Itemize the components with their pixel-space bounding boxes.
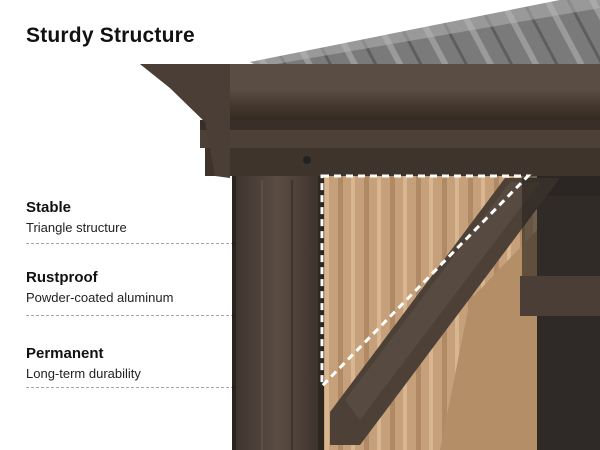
feature-description: Long-term durability (26, 366, 141, 381)
leader-dot (232, 242, 235, 245)
leader-line-rustproof (26, 315, 234, 316)
feature-rustproof: Rustproof Powder-coated aluminum (26, 269, 173, 305)
top-cornice (140, 64, 600, 88)
triangle-highlight (320, 174, 532, 390)
leader-dot (232, 386, 235, 389)
leader-line-permanent (26, 387, 234, 388)
feature-description: Powder-coated aluminum (26, 290, 174, 305)
feature-title: Rustproof (26, 269, 98, 286)
feature-permanent: Permanent Long-term durability (26, 345, 141, 381)
feature-description: Triangle structure (26, 220, 127, 235)
leader-dot (232, 314, 235, 317)
feature-stable: Stable Triangle structure (26, 199, 127, 235)
corner-post (232, 176, 324, 450)
feature-title: Permanent (26, 345, 104, 362)
page-title: Sturdy Structure (26, 24, 195, 47)
feature-title: Stable (26, 199, 72, 216)
leader-line-stable (26, 243, 234, 244)
